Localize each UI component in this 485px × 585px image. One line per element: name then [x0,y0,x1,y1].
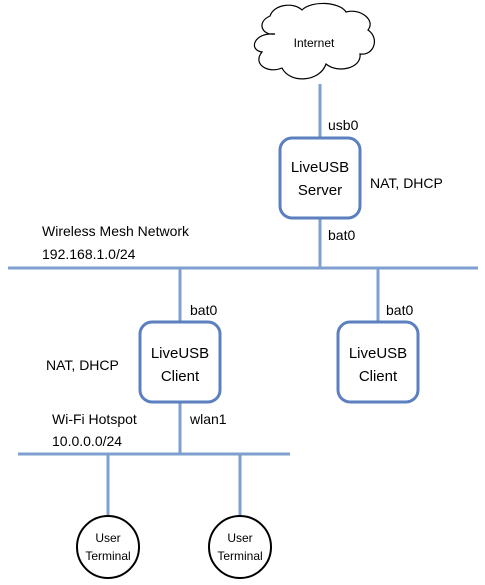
terminal2-line1: User [227,531,252,545]
client1-hotspot-link-label: wlan1 [189,411,227,427]
client1-services-label: NAT, DHCP [46,357,119,373]
server-downlink-label: bat0 [328,227,355,243]
server-services-label: NAT, DHCP [370,175,443,191]
server-title-line1: LiveUSB [291,159,349,176]
client2-title-line2: Client [359,368,398,385]
terminal-circle-1 [76,515,140,579]
terminal1-line1: User [95,531,120,545]
hotspot-name: Wi-Fi Hotspot [52,411,137,427]
internet-cloud: Internet [253,2,376,80]
server-title-line2: Server [298,182,342,199]
mesh-network-subnet: 192.168.1.0/24 [42,246,136,262]
client-node-1: LiveUSB Client [138,320,222,404]
cloud-label: Internet [294,36,335,50]
terminal2-line2: Terminal [217,549,262,563]
client-node-2: LiveUSB Client [336,320,420,404]
server-box [278,136,362,220]
links [8,84,478,516]
client-box-1 [138,320,222,404]
client-box-2 [336,320,420,404]
client2-title-line1: LiveUSB [349,345,407,362]
mesh-network-name: Wireless Mesh Network [42,223,190,239]
server-node: LiveUSB Server [278,136,362,220]
cloud-icon [253,2,376,80]
terminal1-line2: Terminal [85,549,130,563]
server-uplink-label: usb0 [328,117,359,133]
hotspot-subnet: 10.0.0.0/24 [52,433,122,449]
terminal-circle-2 [208,515,272,579]
client1-title-line2: Client [161,368,200,385]
user-terminal-1: User Terminal [76,515,140,579]
client1-title-line1: LiveUSB [151,345,209,362]
client2-link-label: bat0 [386,302,413,318]
client1-link-label: bat0 [190,302,217,318]
user-terminal-2: User Terminal [208,515,272,579]
